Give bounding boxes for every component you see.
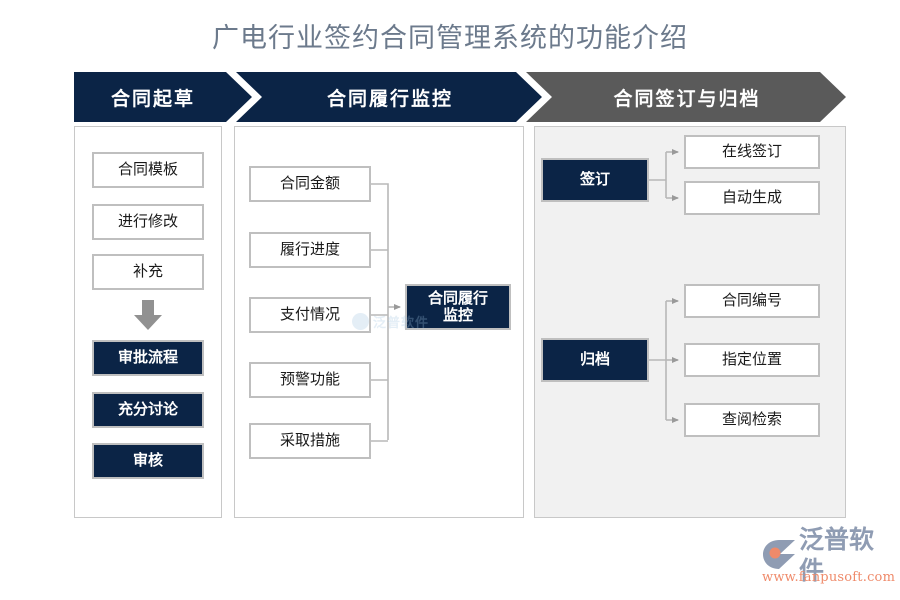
node-label: 归档 bbox=[579, 350, 610, 369]
node-label: 履行进度 bbox=[279, 240, 340, 259]
node-online-signing[interactable]: 在线签订 bbox=[684, 135, 820, 169]
node-label: 合同金额 bbox=[279, 174, 340, 193]
node-label: 自动生成 bbox=[721, 188, 782, 207]
node-label: 充分讨论 bbox=[117, 400, 178, 419]
node-contract-template[interactable]: 合同模板 bbox=[92, 152, 204, 188]
node-approval-process[interactable]: 审批流程 bbox=[92, 340, 204, 376]
node-label: 合同编号 bbox=[721, 291, 782, 310]
node-label: 补充 bbox=[132, 262, 163, 281]
page-title: 广电行业签约合同管理系统的功能介绍 bbox=[212, 23, 688, 54]
logo-row: 泛普软件 bbox=[762, 525, 894, 585]
node-payment-status[interactable]: 支付情况 bbox=[249, 297, 371, 333]
logo-url: www.fanpusoft.com bbox=[762, 570, 896, 585]
node-auto-generate[interactable]: 自动生成 bbox=[684, 181, 820, 215]
fanpu-logo-icon bbox=[763, 540, 795, 569]
node-label: 签订 bbox=[579, 170, 610, 189]
node-review[interactable]: 审核 bbox=[92, 443, 204, 479]
node-archiving[interactable]: 归档 bbox=[541, 338, 649, 382]
node-label: 审批流程 bbox=[117, 348, 178, 367]
banner-label: 合同签订与归档 bbox=[613, 87, 761, 110]
node-full-discussion[interactable]: 充分讨论 bbox=[92, 392, 204, 428]
brand-logo: 泛普软件 www.fanpusoft.com bbox=[762, 525, 896, 590]
node-label: 查阅检索 bbox=[721, 410, 782, 429]
node-label: 审核 bbox=[132, 451, 163, 470]
node-label: 指定位置 bbox=[721, 350, 782, 369]
node-label: 采取措施 bbox=[279, 431, 340, 450]
banner-contract-draft: 合同起草 bbox=[74, 72, 252, 122]
node-contract-amount[interactable]: 合同金额 bbox=[249, 166, 371, 202]
banner-label: 合同履行监控 bbox=[326, 87, 453, 110]
node-label: 预警功能 bbox=[279, 370, 340, 389]
node-make-changes[interactable]: 进行修改 bbox=[92, 204, 204, 240]
logo-name: 泛普软件 bbox=[799, 524, 875, 585]
node-designated-location[interactable]: 指定位置 bbox=[684, 343, 820, 377]
node-label: 进行修改 bbox=[117, 212, 178, 231]
node-contract-number[interactable]: 合同编号 bbox=[684, 284, 820, 318]
node-label-line1: 合同履行 bbox=[427, 288, 488, 307]
banner-contract-sign-archive: 合同签订与归档 bbox=[526, 72, 846, 122]
node-label-line2: 监控 bbox=[442, 306, 473, 324]
node-label: 在线签订 bbox=[721, 142, 782, 161]
node-contract-performance-monitoring[interactable]: 合同履行 监控 bbox=[405, 284, 511, 330]
node-performance-progress[interactable]: 履行进度 bbox=[249, 232, 371, 268]
node-signing[interactable]: 签订 bbox=[541, 158, 649, 202]
node-take-measures[interactable]: 采取措施 bbox=[249, 423, 371, 459]
node-label: 支付情况 bbox=[279, 305, 340, 324]
banner-label: 合同起草 bbox=[110, 87, 195, 110]
node-lookup-retrieval[interactable]: 查阅检索 bbox=[684, 403, 820, 437]
banner-contract-monitor: 合同履行监控 bbox=[236, 72, 542, 122]
node-warning-function[interactable]: 预警功能 bbox=[249, 362, 371, 398]
node-supplement[interactable]: 补充 bbox=[92, 254, 204, 290]
node-label: 合同模板 bbox=[117, 160, 178, 179]
down-arrow-icon bbox=[131, 298, 165, 332]
